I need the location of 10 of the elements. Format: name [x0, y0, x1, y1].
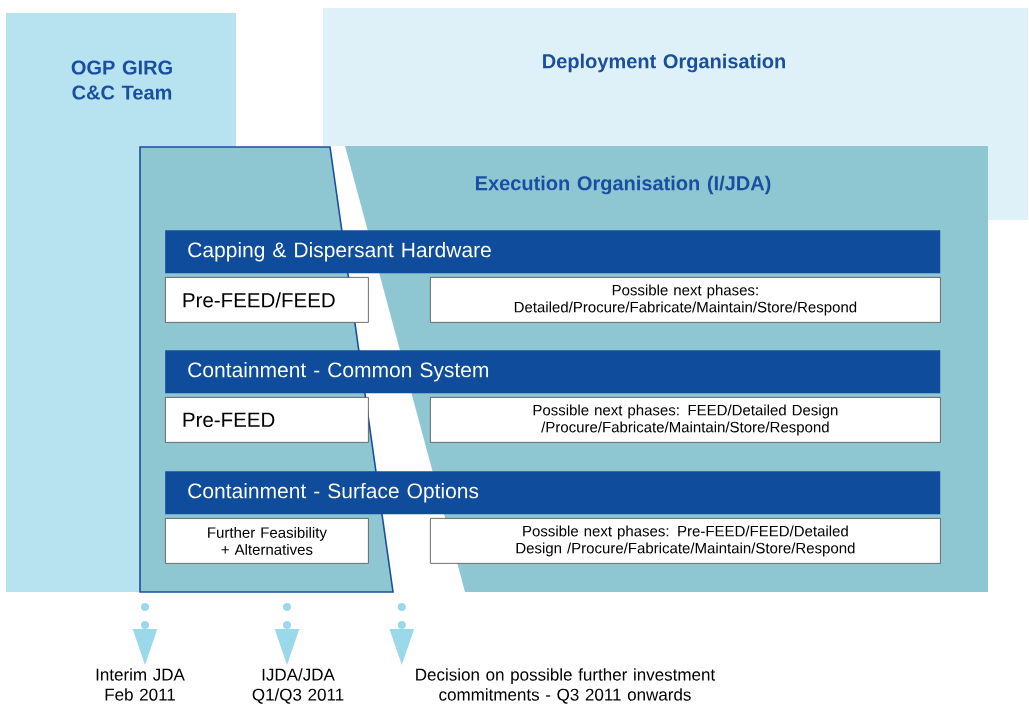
- milestone-label: Interim JDA Feb 2011: [96, 668, 185, 701]
- phase-box: Further Feasibility + Alternatives: [165, 518, 369, 564]
- milestone-label: Decision on possible further investment commitments - Q3 2011 onwards: [416, 668, 716, 704]
- row-header-bar: Capping & Dispersant Hardware: [165, 230, 941, 274]
- row-header-bar: Containment - Common System: [165, 350, 941, 394]
- phase-box: Possible next phases: Detailed/Procure/Fabricate/Maintain/Store/Respond: [430, 277, 941, 323]
- phase-box: Possible next phases: FEED/Detailed Design /Procure/Fabricate/Maintain/Store/Respond: [430, 397, 941, 443]
- phase-box: Possible next phases: Pre-FEED/FEED/Detailed Design /Procure/Fabricate/Maintain/Store/Respond: [430, 518, 941, 564]
- row-header-bar: Containment - Surface Options: [165, 471, 941, 515]
- milestone-label: IJDA/JDA Q1/Q3 2011: [252, 668, 344, 704]
